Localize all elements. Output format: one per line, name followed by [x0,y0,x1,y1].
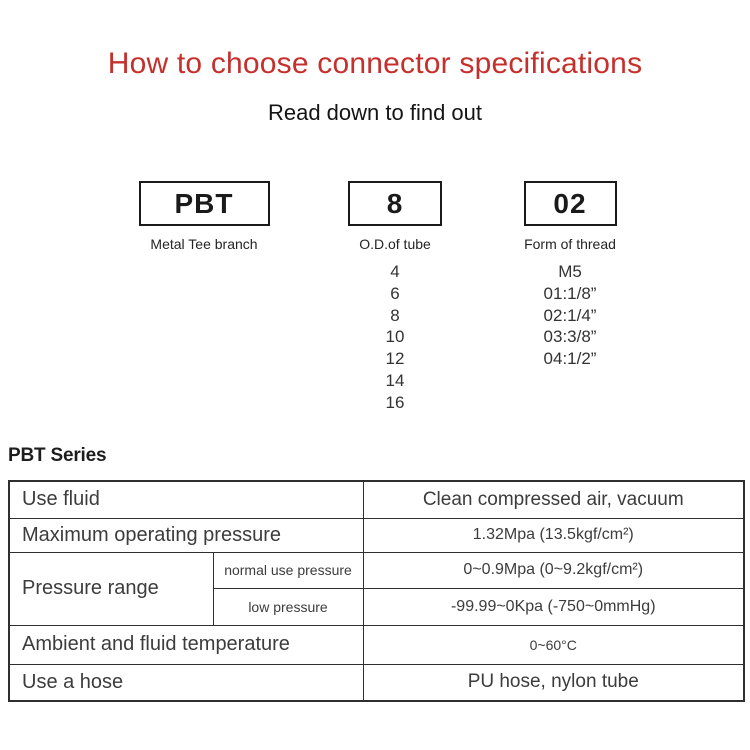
option-item: 8 [390,305,400,325]
option-item: 6 [390,283,400,303]
option-item: 12 [385,349,405,369]
option-item: 14 [385,370,405,390]
pressure-range-label: Pressure range [8,551,214,626]
option-item: M5 [558,262,582,281]
code-group-thread-form: 02 Form of thread M5 01:1/8”02:1/4”03:3/8… [470,181,670,370]
normal-pressure-label: normal use pressure [212,551,364,589]
option-item: 03:3/8” [543,327,597,347]
normal-pressure-value: 0~0.9Mpa (0~9.2kgf/cm²) [362,551,745,589]
table-row-hose: Use a hose PU hose, nylon tube [8,663,745,702]
table-row-max-pressure: Maximum operating pressure 1.32Mpa (13.5… [8,517,745,553]
thread-form-code-label: Form of thread [524,236,616,252]
use-fluid-value: Clean compressed air, vacuum [362,480,745,519]
max-pressure-value: 1.32Mpa (13.5kgf/cm²) [362,517,745,553]
tube-od-code-text: 8 [386,187,404,219]
tube-od-code-label: O.D.of tube [359,236,431,252]
thread-form-code-box: 02 [523,181,617,226]
temperature-label: Ambient and fluid temperature [8,624,364,665]
page-subtitle: Read down to find out [267,100,483,125]
option-item: 01:1/8” [543,283,597,303]
option-item: 10 [385,327,405,347]
max-pressure-label: Maximum operating pressure [8,517,364,553]
series-code-box: PBT [138,181,270,226]
table-row-temperature: Ambient and fluid temperature 0~60°C [8,624,745,665]
temperature-value: 0~60°C [362,624,745,665]
table-row-use-fluid: Use fluid Clean compressed air, vacuum [8,480,745,519]
option-item: 16 [385,392,405,412]
thread-form-option-list: M5 01:1/8”02:1/4”03:3/8”04:1/2” [470,261,670,370]
low-pressure-label: low pressure [212,587,364,626]
tube-od-code-box: 8 [348,181,442,226]
page-title: How to choose connector specifications [107,47,643,80]
thread-form-code-text: 02 [553,187,587,219]
option-item: 4 [390,262,400,281]
option-item: 02:1/4” [543,305,597,325]
table-row-pressure-normal: Pressure range normal use pressure 0~0.9… [8,551,745,626]
code-group-series: PBT Metal Tee branch [104,181,304,261]
table-row-pressure-low: low pressure -99.99~0Kpa (-750~0mmHg) [9,587,745,626]
hose-value: PU hose, nylon tube [362,663,745,702]
series-heading: PBT Series [8,445,107,466]
hose-label: Use a hose [8,663,364,702]
option-item: 04:1/2” [543,349,597,369]
low-pressure-value: -99.99~0Kpa (-750~0mmHg) [362,587,745,626]
use-fluid-label: Use fluid [8,480,364,519]
series-code-text: PBT [174,187,234,219]
series-code-label: Metal Tee branch [150,236,258,252]
spec-table: Use fluid Clean compressed air, vacuum M… [8,480,745,702]
